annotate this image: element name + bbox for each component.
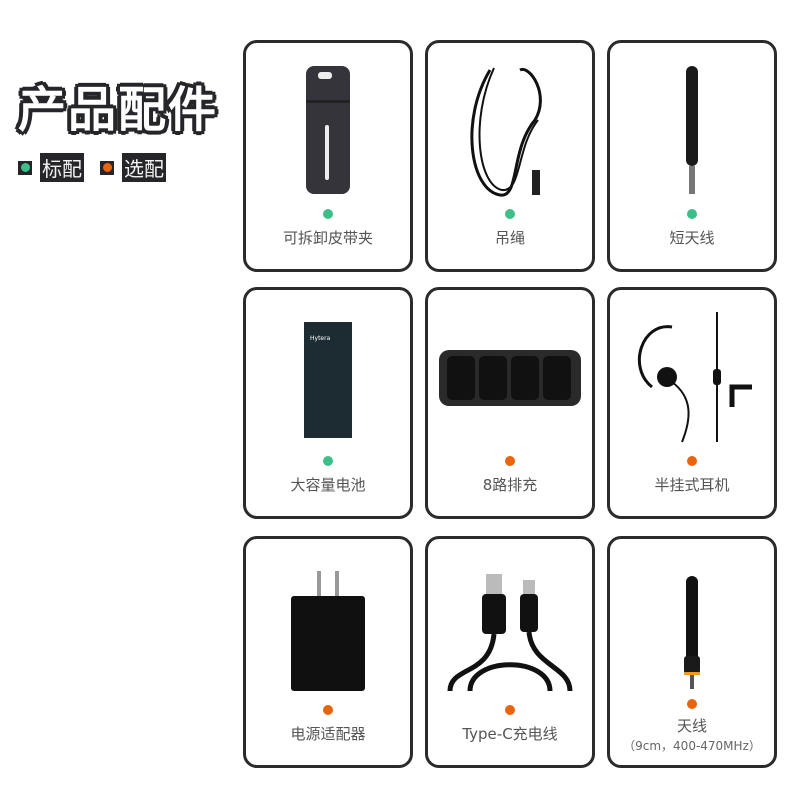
standard-dot-icon — [505, 209, 515, 219]
item-name: 吊绳 — [494, 229, 525, 247]
accessory-card-lanyard: 吊绳 — [425, 40, 595, 272]
antenna-image — [610, 551, 774, 701]
item-name: 天线 — [676, 717, 707, 735]
lanyard-image — [428, 55, 592, 205]
optional-dot-icon — [323, 705, 333, 715]
accessory-card-belt-clip: 可拆卸皮带夹 — [243, 40, 413, 272]
standard-dot-icon — [323, 209, 333, 219]
accessory-card-type-c-cable: Type-C充电线 — [425, 536, 595, 768]
belt-clip-image — [246, 55, 410, 205]
optional-dot-icon — [505, 456, 515, 466]
legend-standard: 标配 — [40, 153, 84, 182]
battery-brand: Hytera — [310, 335, 331, 342]
item-name: 半挂式耳机 — [654, 476, 730, 494]
legend-optional: 选配 — [122, 153, 166, 182]
accessory-card-power-adapter: 电源适配器 — [243, 536, 413, 768]
accessory-card-short-antenna: 短天线 — [607, 40, 777, 272]
standard-dot-icon — [323, 456, 333, 466]
item-name: 可拆卸皮带夹 — [282, 229, 373, 247]
accessory-card-8-way-charger: 8路排充 — [425, 287, 595, 519]
item-name: 8路排充 — [482, 476, 538, 494]
item-name: Type-C充电线 — [462, 725, 558, 743]
optional-dot-icon — [687, 699, 697, 709]
item-name: 短天线 — [669, 229, 715, 247]
standard-dot-icon — [687, 209, 697, 219]
accessory-card-earpiece: 半挂式耳机 — [607, 287, 777, 519]
accessory-card-antenna: 天线 （9cm，400-470MHz） — [607, 536, 777, 768]
item-name: 电源适配器 — [290, 725, 366, 743]
charger-image — [428, 302, 592, 452]
short-antenna-image — [610, 55, 774, 205]
optional-dot-icon — [505, 705, 515, 715]
item-spec: （9cm，400-470MHz） — [623, 739, 761, 753]
battery-image: Hytera — [246, 302, 410, 452]
optional-dot-icon — [100, 160, 114, 175]
page-title: 产品配件 — [18, 82, 219, 138]
optional-dot-icon — [687, 456, 697, 466]
item-name: 大容量电池 — [290, 476, 366, 494]
standard-dot-icon — [18, 160, 32, 175]
accessory-card-battery: Hytera 大容量电池 — [243, 287, 413, 519]
earpiece-image — [610, 302, 774, 452]
power-adapter-image — [246, 551, 410, 701]
cable-image — [428, 551, 592, 701]
legend: 标配 选配 — [18, 153, 174, 182]
